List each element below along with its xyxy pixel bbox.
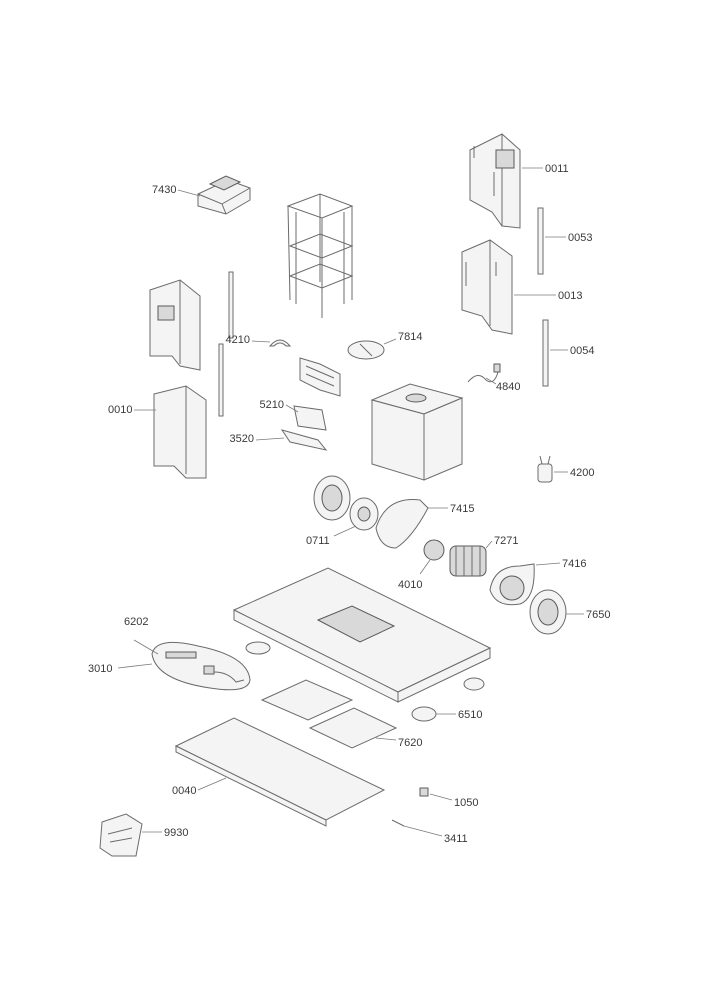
part-0010-chimney-lower bbox=[153, 385, 207, 479]
part-frame-tower bbox=[286, 193, 354, 318]
part-0711-ring bbox=[349, 497, 379, 531]
part-4010-motor bbox=[423, 539, 445, 561]
label-0053: 0053 bbox=[568, 232, 592, 244]
part-hood-body bbox=[232, 567, 492, 703]
label-6202: 6202 bbox=[124, 616, 148, 628]
label-0711: 0711 bbox=[306, 535, 330, 547]
label-6510: 6510 bbox=[458, 709, 482, 721]
label-7415: 7415 bbox=[450, 503, 474, 515]
label-7650: 7650 bbox=[586, 609, 610, 621]
part-4200-capacitor bbox=[537, 455, 553, 483]
part-0013-chimney-front bbox=[461, 239, 513, 335]
part-4840-cable bbox=[467, 363, 501, 383]
label-0011: 0011 bbox=[545, 163, 569, 175]
label-7620: 7620 bbox=[398, 737, 422, 749]
label-4840: 4840 bbox=[496, 381, 520, 393]
part-hood-brackets bbox=[245, 641, 485, 691]
part-5210-filter bbox=[299, 357, 341, 397]
part-motor-housing bbox=[370, 383, 464, 481]
label-0040: 0040 bbox=[172, 785, 196, 797]
part-7271-blower bbox=[449, 545, 487, 577]
part-0040-glass-panel bbox=[174, 717, 386, 827]
part-9930-accessory-bag bbox=[99, 813, 143, 857]
part-0053-strip bbox=[537, 207, 544, 275]
label-3520: 3520 bbox=[230, 433, 254, 445]
label-7814: 7814 bbox=[398, 331, 422, 343]
part-3411-screw bbox=[391, 819, 405, 827]
part-1050-switch bbox=[419, 787, 429, 797]
part-6510-bracket bbox=[411, 706, 437, 722]
part-7650-impeller bbox=[529, 589, 567, 635]
part-7620-grease-filters bbox=[260, 679, 398, 749]
part-7415-volute bbox=[375, 499, 429, 549]
part-4210-clip bbox=[268, 339, 292, 347]
label-7416: 7416 bbox=[562, 558, 586, 570]
label-0010: 0010 bbox=[108, 404, 132, 416]
label-4210: 4210 bbox=[226, 334, 250, 346]
part-5210-board bbox=[293, 405, 327, 431]
part-7416-volute bbox=[489, 563, 535, 606]
part-0011-chimney-back bbox=[469, 133, 521, 229]
label-0013: 0013 bbox=[558, 290, 582, 302]
label-1050: 1050 bbox=[454, 797, 478, 809]
part-left-impeller bbox=[313, 475, 351, 521]
label-4010: 4010 bbox=[398, 579, 422, 591]
label-5210: 5210 bbox=[260, 399, 284, 411]
label-3411: 3411 bbox=[444, 833, 468, 845]
part-7430-connector bbox=[197, 175, 251, 215]
label-9930: 9930 bbox=[164, 827, 188, 839]
label-7271: 7271 bbox=[494, 535, 518, 547]
part-vertical-rods bbox=[218, 271, 234, 417]
part-3520-bracket bbox=[280, 429, 328, 451]
label-4200: 4200 bbox=[570, 467, 594, 479]
label-7430: 7430 bbox=[152, 184, 176, 196]
part-0054-strip bbox=[542, 319, 549, 387]
part-0010-chimney-upper bbox=[149, 279, 201, 371]
label-3010: 3010 bbox=[88, 663, 112, 675]
label-0054: 0054 bbox=[570, 345, 594, 357]
part-7814-disc bbox=[347, 340, 385, 360]
part-3010-control-panel bbox=[151, 641, 251, 691]
